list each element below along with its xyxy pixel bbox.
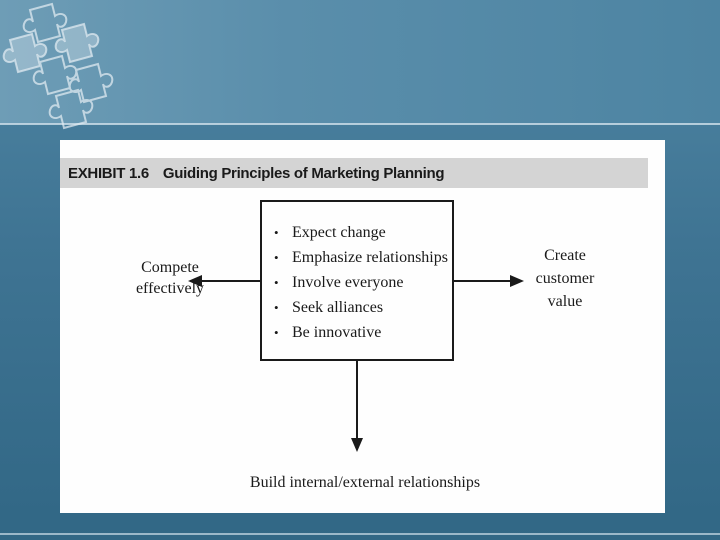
exhibit-panel: EXHIBIT 1.6 Guiding Principles of Market… — [60, 140, 665, 513]
outcome-left-line: effectively — [115, 278, 225, 299]
arrow-down-head — [351, 438, 363, 452]
puzzle-pieces-icon — [0, 0, 140, 135]
outcome-create-value: Create customer value — [515, 244, 615, 313]
outcome-relationships: Build internal/external relationships — [220, 474, 510, 492]
outcome-left-line: Compete — [115, 257, 225, 278]
outcome-right-line: customer — [515, 267, 615, 290]
footer-divider — [0, 533, 720, 535]
outcome-compete: Compete effectively — [115, 257, 225, 299]
outcome-right-line: value — [515, 290, 615, 313]
diagram-arrows — [60, 140, 665, 513]
outcome-right-line: Create — [515, 244, 615, 267]
